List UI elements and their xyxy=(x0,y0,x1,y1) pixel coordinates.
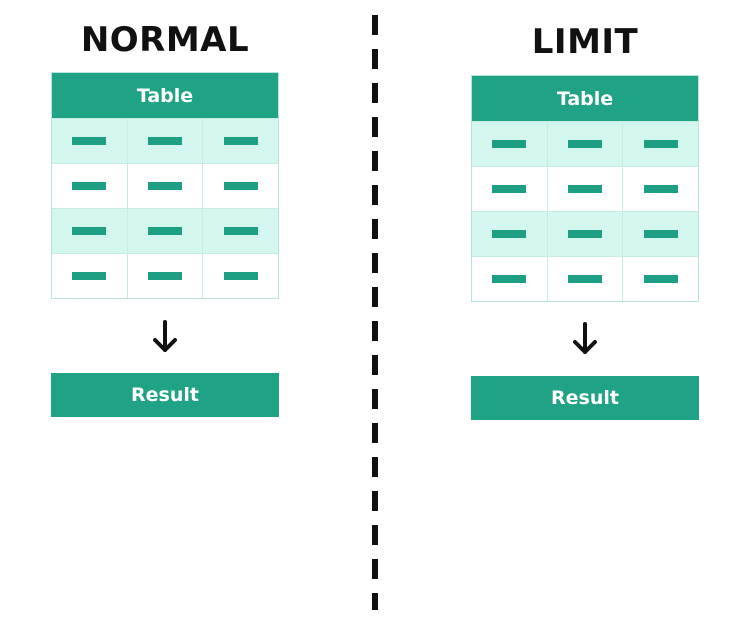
arrow-down-icon xyxy=(573,322,597,354)
table-cell xyxy=(126,209,203,253)
table-cell xyxy=(622,212,698,256)
dash-icon xyxy=(148,272,182,280)
table-cell xyxy=(202,209,278,253)
limit-title: LIMIT xyxy=(531,22,639,62)
table-row xyxy=(52,118,278,163)
table-cell xyxy=(472,257,547,301)
table-row xyxy=(472,211,698,256)
table-cell xyxy=(622,257,698,301)
normal-title: NORMAL xyxy=(80,20,250,60)
table-row xyxy=(472,121,698,166)
table-cell xyxy=(622,122,698,166)
dash-icon xyxy=(492,185,527,193)
dash-icon xyxy=(72,272,107,280)
table-row xyxy=(472,166,698,211)
dash-icon xyxy=(568,230,602,238)
table-cell xyxy=(52,254,127,298)
table-cell xyxy=(202,254,278,298)
dash-icon xyxy=(643,140,678,148)
table-cell xyxy=(126,164,203,208)
limit-table: Table xyxy=(471,75,699,302)
dash-icon xyxy=(643,185,678,193)
table-cell xyxy=(472,122,547,166)
dash-icon xyxy=(72,227,107,235)
table-row xyxy=(52,253,278,298)
dash-icon xyxy=(148,182,182,190)
arrow-down-icon xyxy=(153,320,177,352)
dash-icon xyxy=(148,227,182,235)
dash-icon xyxy=(223,227,258,235)
dash-icon xyxy=(492,140,527,148)
limit-table-header: Table xyxy=(472,76,698,121)
dash-icon xyxy=(568,140,602,148)
table-cell xyxy=(472,167,547,211)
limit-result: Result xyxy=(471,376,699,420)
dash-icon xyxy=(72,182,107,190)
dash-icon xyxy=(643,230,678,238)
dash-icon xyxy=(223,272,258,280)
normal-table: Table xyxy=(51,72,279,299)
table-cell xyxy=(52,164,127,208)
dash-icon xyxy=(148,137,182,145)
table-row xyxy=(472,256,698,301)
divider-dashed-line xyxy=(372,15,378,610)
dash-icon xyxy=(72,137,107,145)
dash-icon xyxy=(492,275,527,283)
dash-icon xyxy=(223,182,258,190)
dash-icon xyxy=(568,185,602,193)
dash-icon xyxy=(568,275,602,283)
table-cell xyxy=(202,164,278,208)
dash-icon xyxy=(643,275,678,283)
table-cell xyxy=(546,167,623,211)
dash-icon xyxy=(492,230,527,238)
table-cell xyxy=(52,209,127,253)
table-cell xyxy=(52,119,127,163)
table-cell xyxy=(126,119,203,163)
table-row xyxy=(52,163,278,208)
normal-result: Result xyxy=(51,373,279,417)
table-cell xyxy=(202,119,278,163)
normal-table-header: Table xyxy=(52,73,278,118)
table-cell xyxy=(546,122,623,166)
table-cell xyxy=(546,257,623,301)
table-cell xyxy=(622,167,698,211)
table-cell xyxy=(546,212,623,256)
table-cell xyxy=(472,212,547,256)
table-row xyxy=(52,208,278,253)
dash-icon xyxy=(223,137,258,145)
table-cell xyxy=(126,254,203,298)
